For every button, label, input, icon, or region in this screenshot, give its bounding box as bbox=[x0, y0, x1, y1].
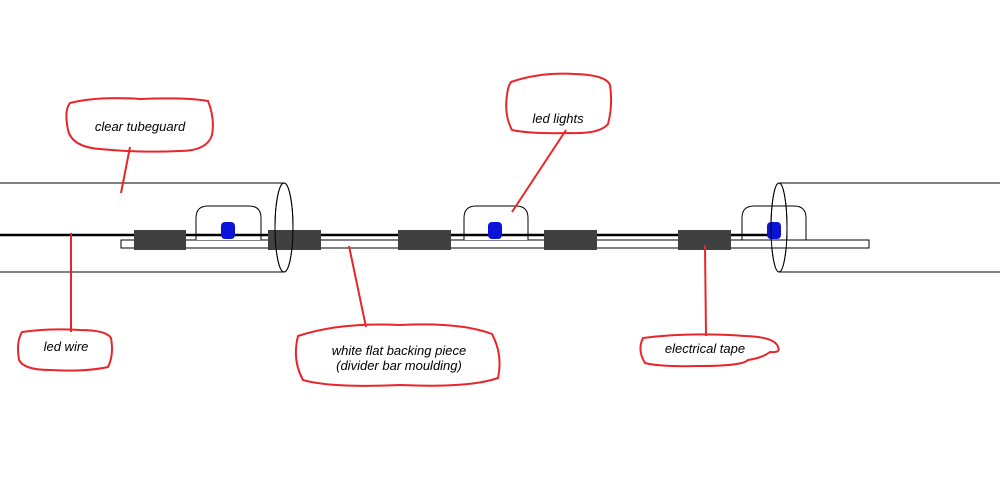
callout-led-wire bbox=[17, 328, 113, 372]
white-backing-strip bbox=[120, 239, 870, 249]
right-tube-rim-overlay bbox=[770, 182, 788, 273]
led-housing-3 bbox=[741, 205, 807, 240]
label-led-lights: led lights bbox=[532, 111, 584, 126]
label-white-backing-line1: white flat backing piece bbox=[331, 343, 467, 358]
label-clear-tubeguard: clear tubeguard bbox=[94, 119, 186, 134]
label-electrical-tape: electrical tape bbox=[664, 341, 746, 356]
label-led-wire: led wire bbox=[43, 339, 89, 354]
electrical-tape-2 bbox=[268, 230, 321, 250]
left-tube-rim-overlay bbox=[274, 182, 294, 273]
electrical-tape-1 bbox=[134, 230, 186, 250]
led-3 bbox=[767, 222, 781, 239]
electrical-tape-4 bbox=[544, 230, 597, 250]
electrical-tape-3 bbox=[398, 230, 451, 250]
callout-white-backing bbox=[294, 323, 501, 387]
led-1 bbox=[221, 222, 235, 239]
label-white-backing-line2: (divider bar moulding) bbox=[336, 358, 462, 373]
electrical-tape-5 bbox=[678, 230, 731, 250]
leader-white-backing bbox=[348, 245, 367, 328]
callout-clear-tubeguard bbox=[65, 97, 214, 153]
leader-clear-tubeguard bbox=[120, 146, 131, 194]
led-2 bbox=[488, 222, 502, 239]
callout-led-lights bbox=[505, 72, 613, 135]
leader-electrical-tape bbox=[704, 244, 707, 337]
right-tube bbox=[770, 182, 1000, 273]
callout-electrical-tape bbox=[639, 333, 780, 368]
leader-led-lights bbox=[511, 129, 567, 213]
